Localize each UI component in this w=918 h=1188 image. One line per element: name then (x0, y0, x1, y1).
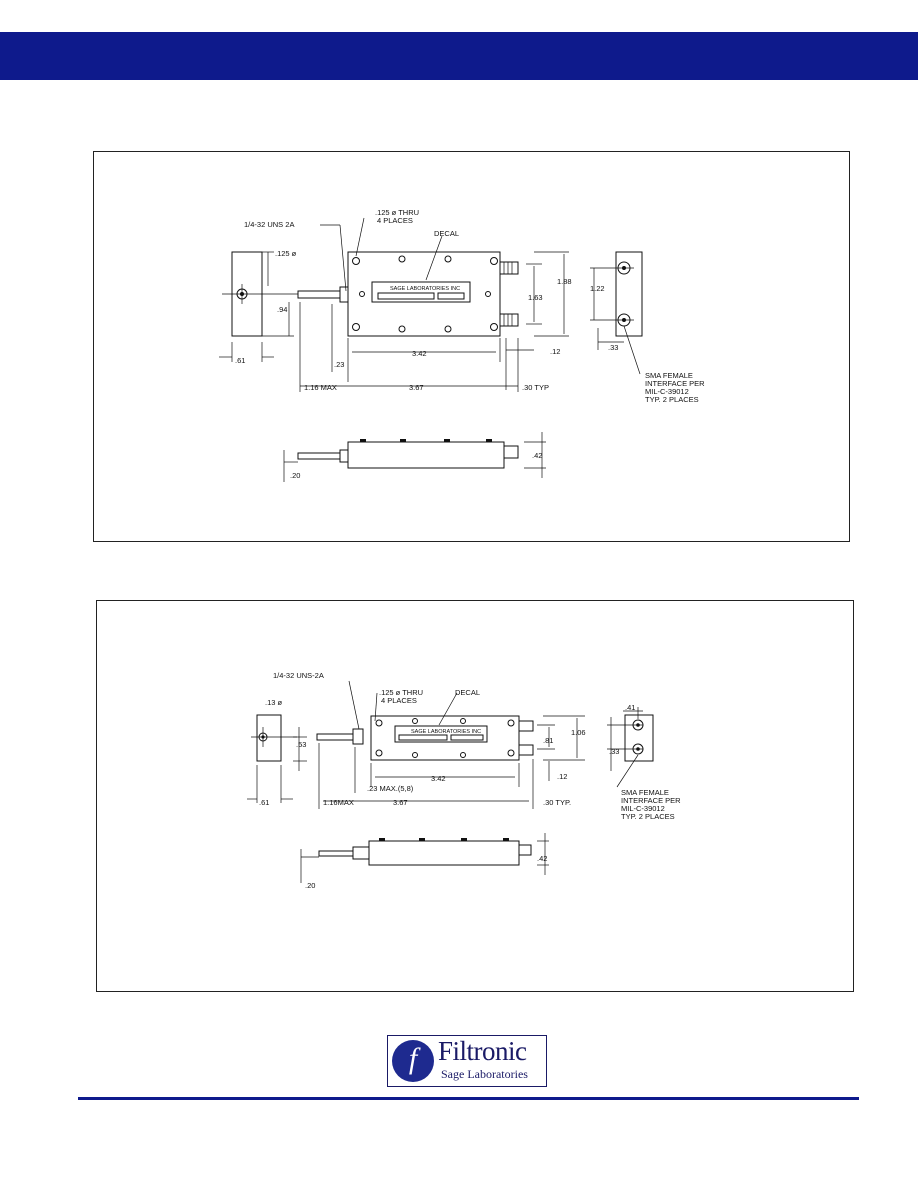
holes-spec-label: .125 ø THRU (379, 688, 423, 697)
logo-brand: Filtronic (438, 1036, 527, 1066)
mechanical-drawing-2: SAGE LABORATORIES INC (247, 671, 681, 890)
decal-label-text: SAGE LABORATORIES INC (411, 729, 481, 735)
header-bar (0, 32, 918, 80)
footer-rule (78, 1097, 859, 1100)
dim-023: .23 (334, 360, 344, 369)
dim-030: .30 TYP (522, 383, 549, 392)
sma-connector-1 (518, 720, 534, 732)
dim-367: 3.67 (393, 798, 408, 807)
thread-spec-label: 1/4-32 UNS 2A (244, 220, 294, 229)
end-view-connectors (615, 251, 643, 337)
dim-041: .41 (625, 703, 635, 712)
dim-342: 3.42 (431, 774, 446, 783)
dim-081: .81 (543, 736, 553, 745)
dim-106: 1.06 (571, 728, 586, 737)
drawing-panel-2: SAGE LABORATORIES INC (96, 600, 854, 992)
decal-plate (371, 281, 471, 303)
dim-033: .33 (608, 343, 618, 352)
dim-163: 1.63 (528, 293, 543, 302)
dim-dia: .13 ø (265, 698, 283, 707)
end-view-connectors (624, 714, 654, 762)
dim-116: 1.16MAX (323, 798, 354, 807)
dim-367: 3.67 (409, 383, 424, 392)
dim-061: .61 (259, 798, 269, 807)
dim-042: .42 (532, 451, 542, 460)
sma-note-2: INTERFACE PER (645, 379, 705, 388)
mechanical-drawing-1: SAGE LABORATORIES INC (219, 208, 705, 482)
sma-connector-2 (499, 313, 519, 327)
thread-spec-label: 1/4-32 UNS-2A (273, 671, 324, 680)
sma-note-1: SMA FEMALE (645, 371, 693, 380)
sma-note-3: MIL-C-39012 (645, 387, 689, 396)
logo-f-icon: f (392, 1040, 434, 1082)
sma-connector-2 (518, 744, 534, 756)
dim-012: .12 (550, 347, 560, 356)
sma-note-4: TYP. 2 PLACES (621, 812, 675, 821)
dim-012: .12 (557, 772, 567, 781)
holes-spec-label: .125 ø THRU (375, 208, 419, 217)
dim-042: .42 (537, 854, 547, 863)
holes-count-label: 4 PLACES (377, 216, 413, 225)
drawing-panel-1: SAGE LABORATORIES INC (93, 151, 850, 542)
sma-note-2: INTERFACE PER (621, 796, 681, 805)
sma-connector-1 (499, 261, 519, 275)
sma-note-3: MIL-C-39012 (621, 804, 665, 813)
holes-count-label: 4 PLACES (381, 696, 417, 705)
dim-122: 1.22 (590, 284, 605, 293)
decal-plate (394, 725, 488, 743)
dim-094: .94 (277, 305, 287, 314)
dim-116: 1.16 MAX (304, 383, 337, 392)
logo-subtitle: Sage Laboratories (441, 1067, 528, 1081)
housing-top-view (370, 715, 520, 761)
company-logo: f Filtronic Sage Laboratories (387, 1035, 547, 1087)
decal-label-text: SAGE LABORATORIES INC (390, 286, 460, 292)
dim-020: .20 (305, 881, 315, 890)
dim-342: 3.42 (412, 349, 427, 358)
dim-033: .33 (609, 747, 619, 756)
dim-188: 1.88 (557, 277, 572, 286)
sma-note-1: SMA FEMALE (621, 788, 669, 797)
sma-note-4: TYP. 2 PLACES (645, 395, 699, 404)
dim-020: .20 (290, 471, 300, 480)
decal-label: DECAL (434, 229, 459, 238)
dim-053: .53 (296, 740, 306, 749)
housing-side-view (368, 840, 520, 866)
housing-side-view (347, 441, 505, 469)
dim-dia: .125 ø (275, 249, 297, 258)
dim-030: .30 TYP. (543, 798, 571, 807)
dim-061: .61 (235, 356, 245, 365)
end-view-body (256, 714, 282, 762)
decal-label: DECAL (455, 688, 480, 697)
dim-023: .23 MAX.(5,8) (367, 784, 414, 793)
housing-top-view (347, 251, 501, 337)
